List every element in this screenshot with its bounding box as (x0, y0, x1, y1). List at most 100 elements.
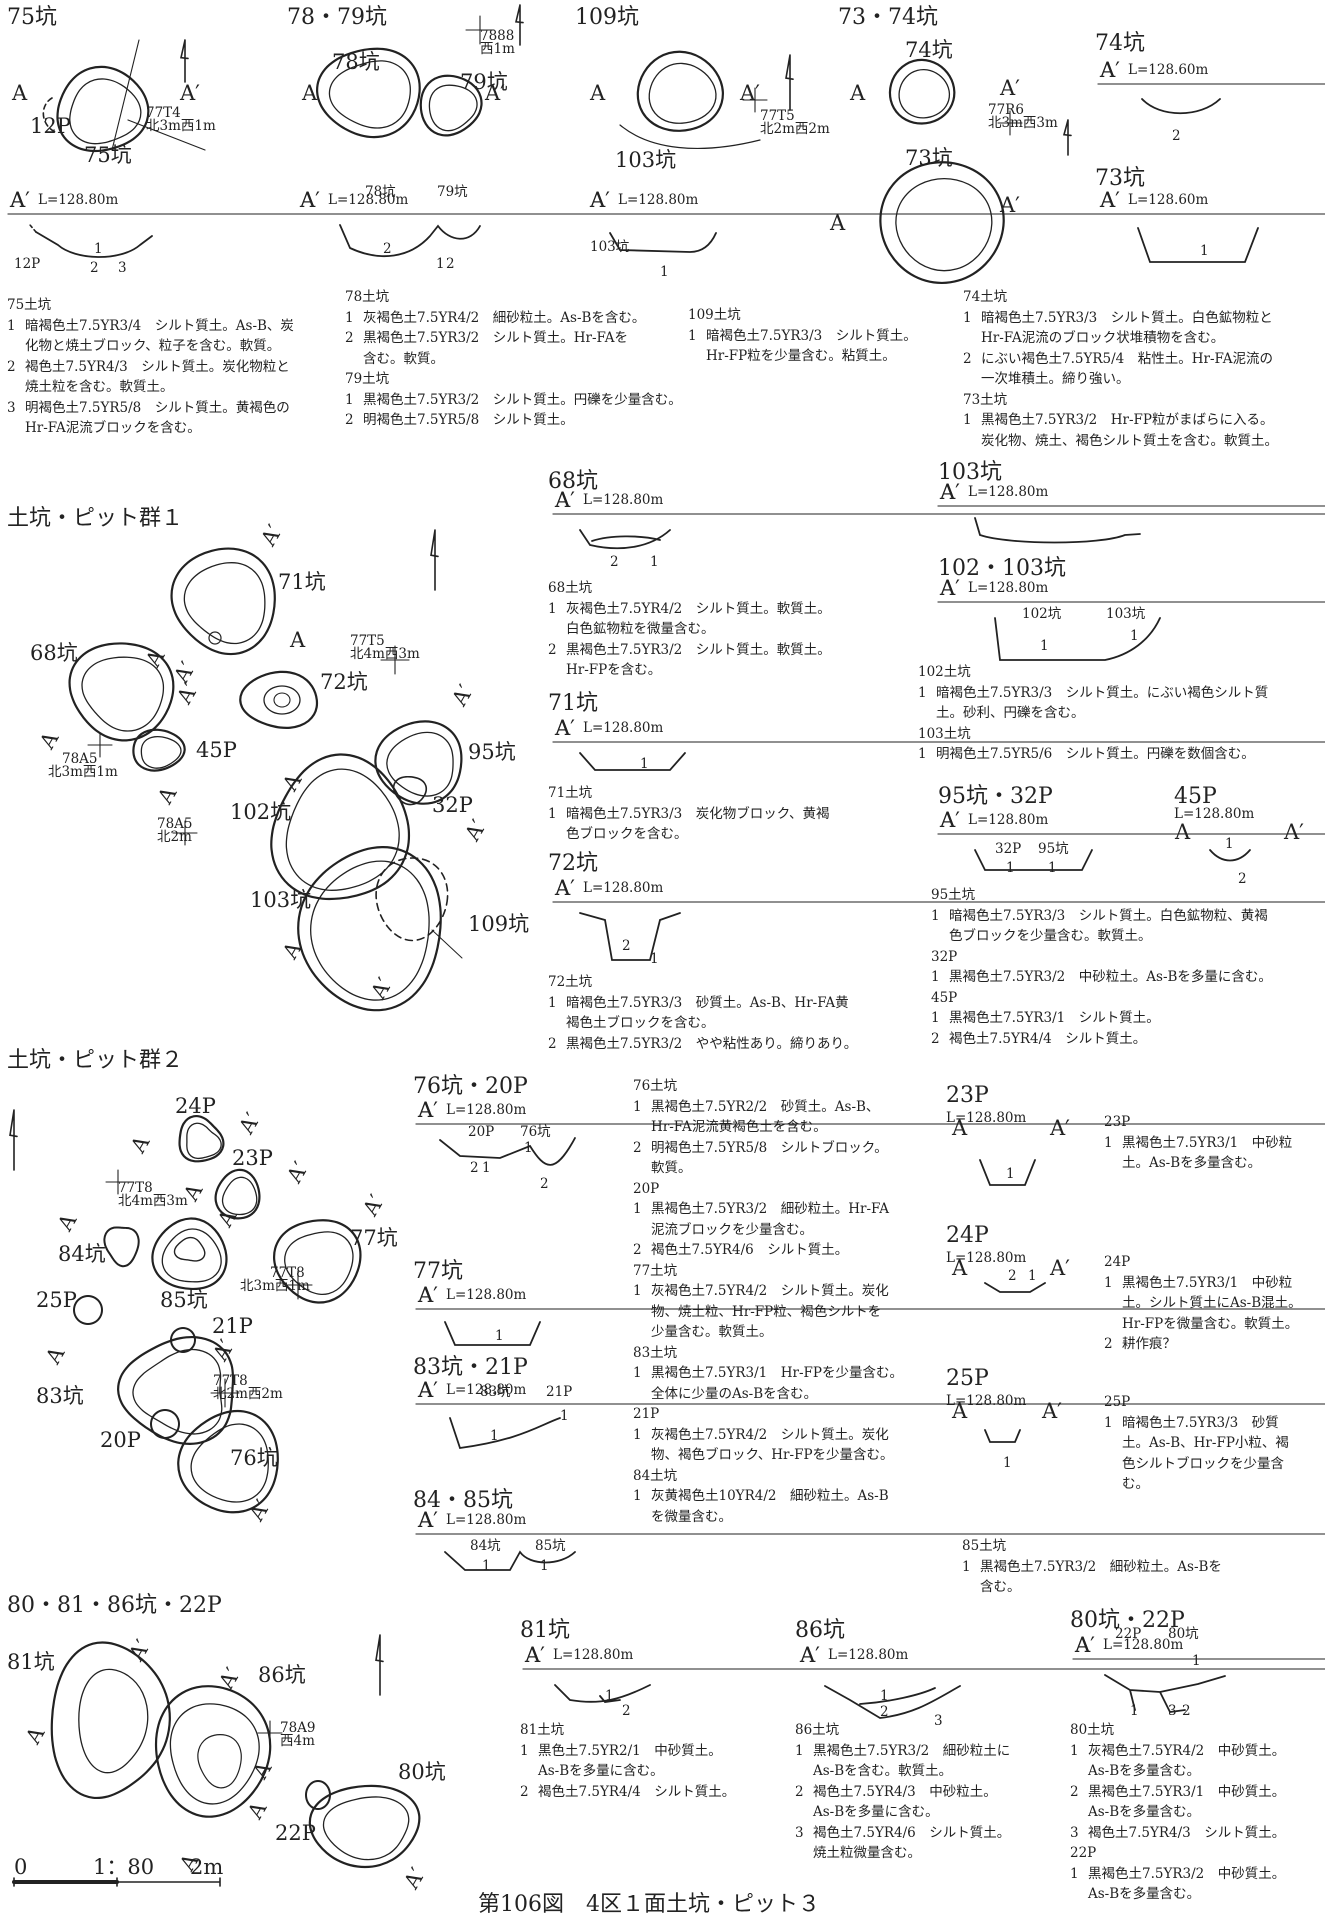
grid-78a9: 78A9 (280, 1720, 316, 1736)
note-continuation: Hr-FP粒を少量含む。粘質土。 (706, 348, 896, 364)
layer-number: 2 (633, 1242, 642, 1258)
grid-78a9b: 西4m (280, 1733, 315, 1749)
null-ap: A′ (10, 188, 30, 212)
layer-number: 1 (962, 1558, 971, 1575)
plan-22 (304, 1779, 332, 1811)
label-102: 102坑 (230, 800, 292, 824)
layer-description: 明褐色土7.5YR5/8 シルトブロック。 (651, 1139, 888, 1156)
north-g3 (375, 1634, 384, 1696)
label-85: 85坑 (160, 1288, 208, 1312)
sec-76-n2: 2 (470, 1160, 479, 1176)
layer-number: 1 (795, 1742, 804, 1759)
label-86: 86坑 (258, 1663, 306, 1687)
null-a: A (300, 188, 316, 212)
layer-number: 1 (1104, 1134, 1113, 1151)
grid-78a5c: 78A5 (157, 816, 193, 832)
plan-72-core (273, 692, 291, 708)
sec-78-l78: 78坑 (365, 184, 396, 200)
sec-23-n1: 1 (1006, 1166, 1015, 1182)
plan-79-outer (419, 74, 483, 137)
layer-description: 暗褐色土7.5YR3/3 炭化物ブロック、黄褐 (566, 805, 830, 822)
layer-number: 1 (963, 412, 972, 428)
layer-description: 明褐色土7.5YR5/6 シルト質土。円礫を数個含む。 (936, 746, 1255, 762)
grid-7774b: 北3m西1m (146, 118, 216, 134)
layer-number: 2 (931, 1030, 940, 1047)
layer-description: 灰褐色土7.5YR4/2 シルト質土。軟質土。 (566, 600, 831, 617)
sec-80-n3: 3 (1168, 1703, 1177, 1719)
plan-74-ap: A′ (1000, 76, 1020, 100)
layer-description: 灰褐色土7.5YR4/2 シルト質土。炭化 (651, 1426, 889, 1443)
plan-24-inner (186, 1122, 222, 1160)
null-ap: A′ (418, 1378, 438, 1402)
group-title-2: 土坑・ピット群２ (7, 1048, 184, 1073)
note-heading: 74土坑 (963, 289, 1008, 305)
note-heading: 23P (1104, 1114, 1131, 1130)
sec-24-a: A (952, 1256, 968, 1280)
cross-77t5a (742, 87, 768, 113)
note-continuation: As-Bを含む。軟質土。 (813, 1763, 953, 1779)
grid-77r6b: 北3m西3m (988, 115, 1058, 131)
note-subheading: 103土坑 (918, 725, 971, 742)
null-a: A (800, 1643, 816, 1667)
sec-71-n1: 1 (640, 756, 649, 772)
null-level: L=128.60m (1128, 62, 1209, 78)
null-level: L=128.80m (968, 812, 1049, 828)
layer-number: 3 (795, 1824, 804, 1841)
cross-78a9 (257, 1720, 283, 1746)
grid-77t5b: 北2m西2m (760, 121, 830, 137)
group-title-3: 80・81・86坑・22P (7, 1593, 222, 1618)
sec-71-profile (579, 752, 686, 771)
plan-86-outer (154, 1685, 272, 1818)
null-level: L=128.80m (446, 1512, 527, 1528)
null-level: L=128.80m (968, 580, 1049, 596)
plan-73-inner (895, 178, 993, 272)
plan-109b (375, 857, 449, 942)
note-heading: 86土坑 (795, 1722, 840, 1738)
layer-number: 2 (7, 358, 16, 375)
note-subheading: 84土坑 (633, 1467, 678, 1484)
cross-7888 (465, 15, 495, 45)
null-ap: A′ (555, 716, 575, 740)
null-ap: A′ (418, 1283, 438, 1307)
sec-72-profile (579, 912, 681, 961)
grid-77t8e: 77T8 (213, 1373, 248, 1389)
note-continuation: Hr-FPを微量含む。軟質土。 (1122, 1315, 1299, 1332)
note-subheading: 21P (633, 1406, 660, 1422)
sec-75-dash (29, 224, 37, 233)
plan-74-outer (888, 58, 956, 125)
title-f24: 24P (946, 1223, 989, 1248)
null-a: A (1075, 1633, 1091, 1657)
note-subheading: 20P (633, 1180, 660, 1197)
label-79: 79坑 (460, 70, 508, 94)
null-level: L=128.80m (583, 880, 664, 896)
sec-84-n1b: 1 (540, 1558, 549, 1574)
layer-number: 1 (633, 1365, 642, 1381)
layer-number: 2 (1104, 1336, 1113, 1352)
layer-description: にぶい褐色土7.5YR5/4 粘性土。Hr-FA泥流の (981, 350, 1274, 367)
layer-description: 黒褐色土7.5YR3/1 中砂粒 (1122, 1274, 1293, 1291)
plan-83-inner (132, 1348, 223, 1435)
sec-102-n1b: 1 (1130, 628, 1139, 644)
grid-77t8b: 北4m西3m (118, 1193, 188, 1209)
null-a: A (555, 876, 571, 900)
sec-45-n2: 2 (1238, 871, 1247, 887)
null-ap: A′ (1100, 58, 1120, 82)
grid-77t8d: 北3m西1m (240, 1278, 310, 1294)
note-continuation: Hr-FPを含む。 (566, 662, 662, 678)
